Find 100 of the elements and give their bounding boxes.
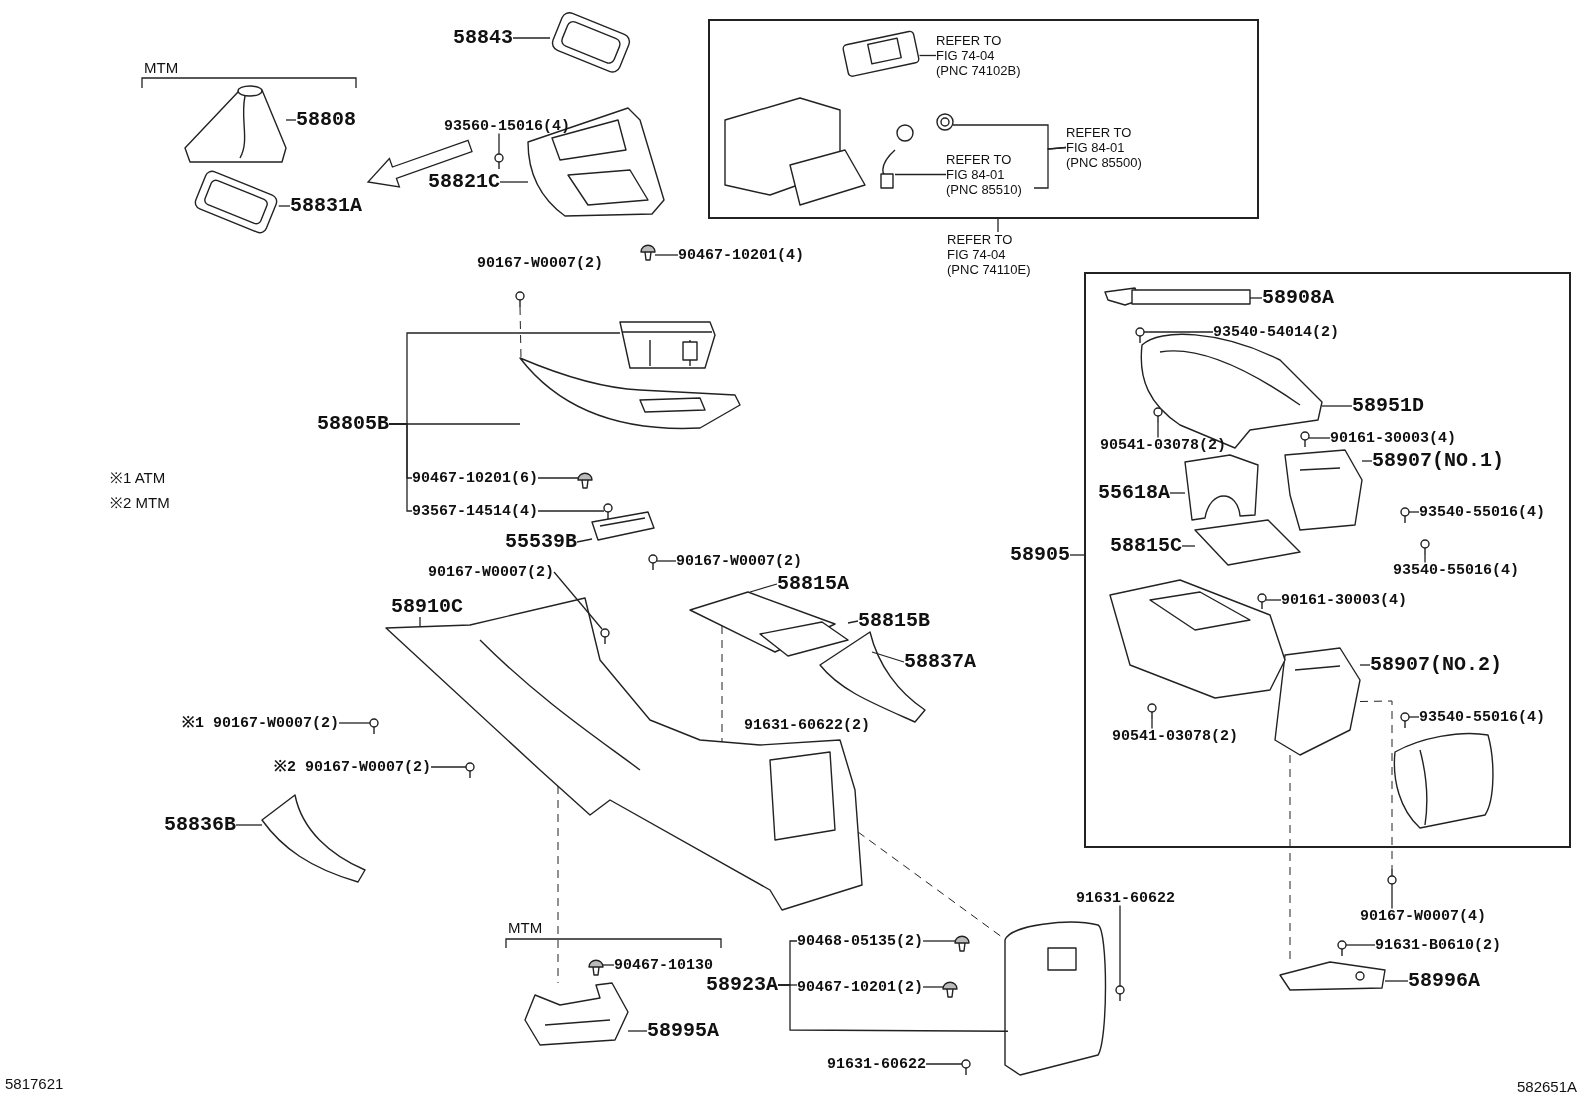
leader-line: [922, 986, 944, 988]
part-number: 90467-10201(4): [678, 247, 805, 263]
screw-drawing: [1420, 539, 1430, 556]
clip-drawing: [577, 472, 593, 489]
assembly-line: [1359, 700, 1393, 870]
part-number: 58908A: [1262, 288, 1334, 308]
hinge-bracket-drawing: [1104, 287, 1251, 306]
screw-drawing: [1387, 868, 1397, 885]
leader-line: [656, 560, 677, 562]
part-number: 58808: [296, 110, 356, 130]
reference-note: REFER TO FIG 84-01 (PNC 85500): [1066, 125, 1154, 170]
leader-line: [576, 538, 593, 543]
leader-line: [1033, 146, 1067, 189]
note-text: 5817621: [5, 1076, 64, 1091]
note-text: MTM: [144, 60, 179, 75]
screw-drawing: [961, 1059, 971, 1076]
leader-line: [235, 824, 263, 826]
part-number: 90167-W0007(2): [477, 256, 604, 271]
leader-line: [1321, 405, 1353, 407]
part-number: 90167-W0007(2): [676, 553, 803, 569]
leader-line: [1069, 554, 1085, 556]
part-number: 90167-W0007(4): [1360, 908, 1487, 924]
part-number: 93540-54014(2): [1213, 324, 1340, 340]
leader-line: [627, 1030, 648, 1032]
part-number: 55539B: [505, 532, 577, 552]
part-number: 58815A: [777, 574, 849, 594]
part-number: 58821C: [428, 172, 500, 192]
lighter-socket-drawing: [896, 113, 954, 142]
part-number: 55618A: [1098, 483, 1170, 503]
leader-line: [1391, 883, 1393, 910]
leader-line: [537, 477, 579, 479]
leader-line: [1408, 716, 1420, 718]
clip-drawing: [954, 935, 970, 952]
leader-line: [1143, 331, 1214, 333]
leader-line: [1265, 599, 1282, 601]
screw-drawing: [600, 628, 610, 645]
bracket-drawing: [1279, 961, 1386, 991]
leader-line: [1157, 422, 1159, 439]
spacer-block-drawing: [1184, 454, 1259, 521]
screw-drawing: [1400, 507, 1410, 524]
leader-line: [537, 510, 605, 512]
assembly-line: [557, 785, 559, 984]
part-number: 58815B: [858, 611, 930, 631]
part-number: 58951D: [1352, 396, 1424, 416]
part-number: 58831A: [290, 196, 362, 216]
screw-drawing: [1257, 593, 1267, 610]
leader-line: [922, 940, 956, 942]
part-number: 58836B: [164, 815, 236, 835]
note-text: 582651A: [1517, 1079, 1578, 1094]
note-text: MTM: [508, 920, 543, 935]
hinge-drawing: [1274, 647, 1361, 756]
clip-drawing: [640, 244, 656, 261]
reference-note: REFER TO FIG 74-04 (PNC 74110E): [947, 232, 1035, 277]
screw-drawing: [1135, 327, 1145, 344]
reference-note: REFER TO FIG 74-04 (PNC 74102B): [936, 33, 1024, 78]
leader-line: [602, 964, 615, 966]
part-number: 93540-55016(4): [1419, 709, 1546, 725]
leader-line: [1359, 664, 1371, 666]
part-number: 90467-10130: [614, 957, 714, 973]
part-number: 93540-55016(4): [1393, 562, 1520, 578]
leader-line: [338, 722, 371, 724]
part-number: 58923A: [706, 975, 778, 995]
leader-line: [997, 218, 999, 233]
leader-line: [925, 1063, 963, 1065]
leader-line: [777, 984, 1009, 1032]
leader-line: [1181, 545, 1196, 547]
leader-line: [499, 181, 529, 183]
part-number: 90161-30003(4): [1330, 430, 1457, 446]
screw-drawing: [1337, 940, 1347, 957]
assembly-line: [721, 625, 723, 743]
screw-drawing: [603, 503, 613, 520]
leader-line: [749, 583, 778, 593]
screw-drawing: [1115, 985, 1125, 1002]
leader-line: [871, 651, 905, 663]
part-number: 58837A: [904, 652, 976, 672]
mounting-bracket-drawing: [524, 982, 629, 1046]
leader-line: [388, 423, 413, 512]
part-number: 58996A: [1408, 971, 1480, 991]
part-number: 90541-03078(2): [1112, 728, 1239, 744]
screw-drawing: [1153, 407, 1163, 424]
block-arrow: [366, 139, 473, 188]
shift-boot-drawing: [184, 85, 287, 163]
socket-wire-drawing: [880, 149, 896, 189]
side-trim-drawing: [261, 794, 366, 883]
part-number: 58907(NO.1): [1372, 451, 1505, 471]
cup-holder-box-drawing: [619, 321, 716, 369]
leader-line: [847, 620, 859, 624]
part-number: 58805B: [317, 414, 389, 434]
screw-drawing: [369, 718, 379, 735]
mat-drawing: [1194, 519, 1301, 566]
part-number: 58843: [453, 28, 513, 48]
part-number: 90468-05135(2): [797, 933, 924, 949]
leader-line: [553, 571, 603, 630]
leader-line: [1345, 944, 1376, 946]
part-number: 91631-60622: [827, 1056, 927, 1072]
part-number: 91631-60622: [1076, 890, 1176, 906]
leader-line: [1249, 297, 1263, 299]
pad-drawing: [759, 621, 849, 657]
note-text: ※1 ATM: [110, 470, 166, 485]
part-number: 58907(NO.2): [1370, 655, 1503, 675]
